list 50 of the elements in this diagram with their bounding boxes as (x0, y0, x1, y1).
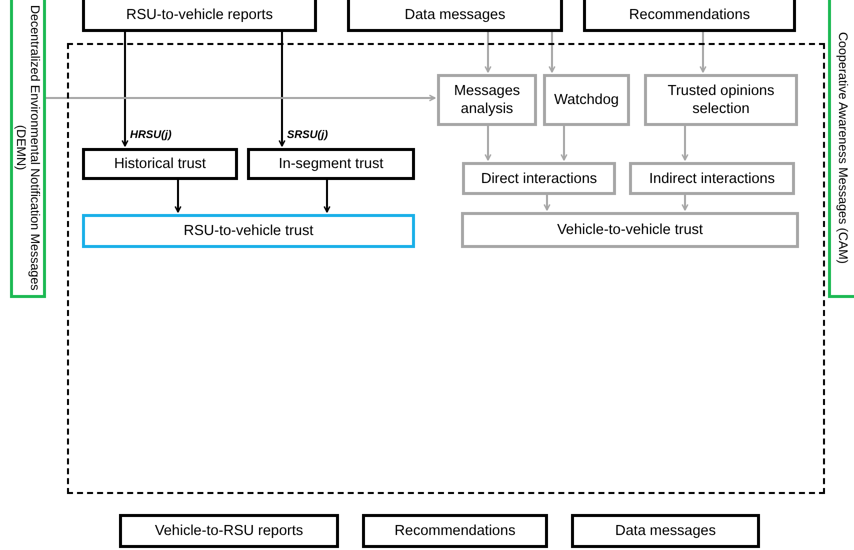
arrow (46, 94, 436, 102)
dashed-frame (67, 43, 825, 494)
arrow (544, 193, 550, 211)
box-label: Recommendations (628, 6, 751, 24)
box-label: Direct interactions (480, 170, 598, 188)
box-label: Indirect interactions (648, 170, 776, 188)
arrow (682, 124, 688, 161)
process-box (347, 0, 563, 32)
edge-label: SRSU(j) (287, 129, 328, 142)
process-box (629, 162, 795, 195)
box-label: Vehicle-to-RSU reports (154, 522, 304, 540)
arrow (278, 32, 286, 147)
box-label: Cooperative Awareness Messages (CAM) (836, 32, 850, 264)
arrow (174, 178, 182, 213)
box-label: Vehicle-to-vehicle trust (556, 221, 704, 239)
box-label: RSU-to-vehicle trust (182, 222, 314, 240)
process-box (82, 0, 317, 32)
process-box (461, 212, 799, 248)
side-panel (828, 0, 854, 298)
process-box (644, 74, 798, 126)
box-label: Data messages (614, 522, 717, 540)
arrow (682, 193, 688, 211)
box-label: Data messages (404, 6, 506, 24)
process-box (119, 514, 339, 548)
arrow (324, 178, 330, 213)
arrow (560, 124, 568, 161)
edge-label: HRSU(j) (130, 129, 172, 142)
box-label: Trusted opinions selection (666, 82, 776, 118)
process-box (437, 74, 537, 126)
process-box (82, 148, 238, 180)
side-panel (10, 0, 46, 298)
arrow (548, 32, 556, 73)
box-label: Decentralized Environmental Notification Messages (DEMN) (14, 4, 42, 292)
process-box (462, 162, 616, 195)
process-box (571, 514, 760, 548)
arrow (484, 32, 492, 73)
process-box (82, 214, 415, 248)
arrow (700, 32, 706, 73)
box-label: RSU-to-vehicle reports (125, 6, 274, 24)
process-box (543, 74, 630, 126)
arrow (484, 124, 492, 161)
arrow (122, 32, 128, 147)
box-label: Watchdog (553, 91, 620, 109)
box-label: Messages analysis (452, 82, 522, 118)
box-label: Recommendations (394, 522, 516, 540)
process-box (583, 0, 796, 32)
process-box (362, 514, 548, 548)
box-label: Historical trust (113, 155, 207, 173)
process-box (247, 148, 415, 180)
box-label: In-segment trust (278, 155, 384, 173)
